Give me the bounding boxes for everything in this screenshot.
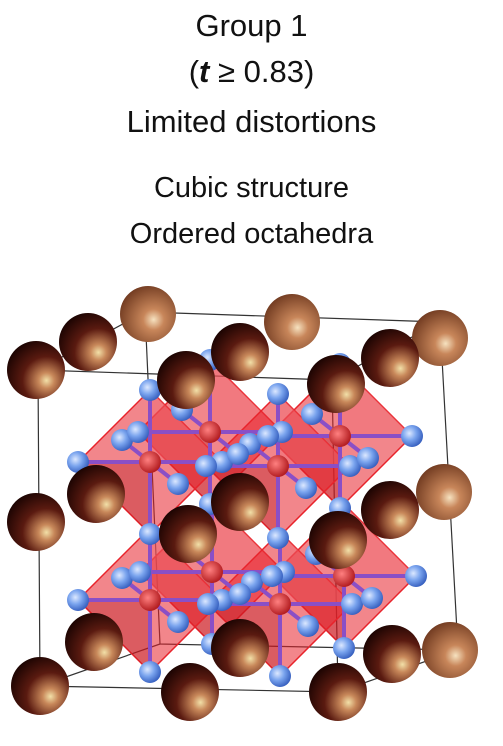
subtitle-ordered: Ordered octahedra bbox=[129, 218, 374, 250]
anion-atom bbox=[295, 477, 317, 499]
anion-atom bbox=[167, 473, 189, 495]
a-site-atom bbox=[11, 657, 69, 715]
anion-atom bbox=[139, 523, 161, 545]
a-site-atom-back bbox=[422, 622, 478, 678]
a-site-atom bbox=[59, 313, 117, 371]
title-group: Group 1 bbox=[195, 8, 308, 43]
anion-atom bbox=[139, 379, 161, 401]
anion-atom bbox=[111, 567, 133, 589]
anion-atom bbox=[361, 587, 383, 609]
anion-atom bbox=[261, 565, 283, 587]
anion-atom bbox=[401, 425, 423, 447]
anion-atom bbox=[127, 421, 149, 443]
a-site-atom bbox=[7, 341, 65, 399]
octahedron-face bbox=[344, 504, 416, 576]
anion-atom bbox=[139, 661, 161, 683]
title-distortions: Limited distortions bbox=[126, 104, 377, 139]
a-site-atom bbox=[211, 619, 269, 677]
b-site-atom bbox=[333, 565, 355, 587]
anion-atom bbox=[227, 443, 249, 465]
anion-atom bbox=[301, 403, 323, 425]
tolerance-symbol: t bbox=[199, 54, 210, 89]
subtitle-cubic: Cubic structure bbox=[153, 172, 349, 204]
a-site-atom bbox=[161, 663, 219, 721]
anion-atom bbox=[197, 593, 219, 615]
anion-atom bbox=[339, 455, 361, 477]
anion-atom bbox=[269, 665, 291, 687]
a-site-atom bbox=[211, 323, 269, 381]
a-site-atom-back bbox=[264, 294, 320, 350]
octahedron-face bbox=[280, 532, 352, 604]
octahedron-face bbox=[278, 394, 350, 466]
anion-atom bbox=[167, 611, 189, 633]
tolerance-value: ≥ 0.83) bbox=[209, 54, 315, 89]
a-site-atom bbox=[67, 465, 125, 523]
anion-atom bbox=[267, 383, 289, 405]
a-site-atom bbox=[361, 481, 419, 539]
anion-atom bbox=[405, 565, 427, 587]
anion-atom bbox=[195, 455, 217, 477]
anion-atom bbox=[297, 615, 319, 637]
tolerance-factor: (t ≥ 0.83) bbox=[0, 54, 503, 90]
perovskite-structure bbox=[7, 286, 478, 721]
anion-atom bbox=[129, 561, 151, 583]
a-site-atom bbox=[211, 473, 269, 531]
a-site-atom bbox=[159, 505, 217, 563]
a-site-atom bbox=[7, 493, 65, 551]
b-site-atom bbox=[269, 593, 291, 615]
b-site-atom bbox=[267, 455, 289, 477]
paren-open: ( bbox=[188, 54, 200, 89]
b-site-atom bbox=[329, 425, 351, 447]
atom-layer bbox=[7, 286, 478, 721]
anion-atom bbox=[341, 593, 363, 615]
anion-atom bbox=[257, 425, 279, 447]
anion-atom bbox=[357, 447, 379, 469]
a-site-atom bbox=[361, 329, 419, 387]
anion-atom bbox=[67, 589, 89, 611]
anion-atom bbox=[67, 451, 89, 473]
a-site-atom bbox=[309, 511, 367, 569]
octahedron-face bbox=[150, 390, 222, 462]
b-site-atom bbox=[201, 561, 223, 583]
anion-atom bbox=[229, 583, 251, 605]
a-site-atom-back bbox=[412, 310, 468, 366]
a-site-atom-back bbox=[120, 286, 176, 342]
a-site-atom bbox=[65, 613, 123, 671]
b-site-atom bbox=[139, 451, 161, 473]
anion-atom bbox=[267, 527, 289, 549]
a-site-atom-back bbox=[416, 464, 472, 520]
a-site-atom bbox=[157, 351, 215, 409]
a-site-atom bbox=[307, 355, 365, 413]
a-site-atom bbox=[309, 663, 367, 721]
anion-atom bbox=[333, 637, 355, 659]
a-site-atom bbox=[363, 625, 421, 683]
b-site-atom bbox=[139, 589, 161, 611]
b-site-atom bbox=[199, 421, 221, 443]
